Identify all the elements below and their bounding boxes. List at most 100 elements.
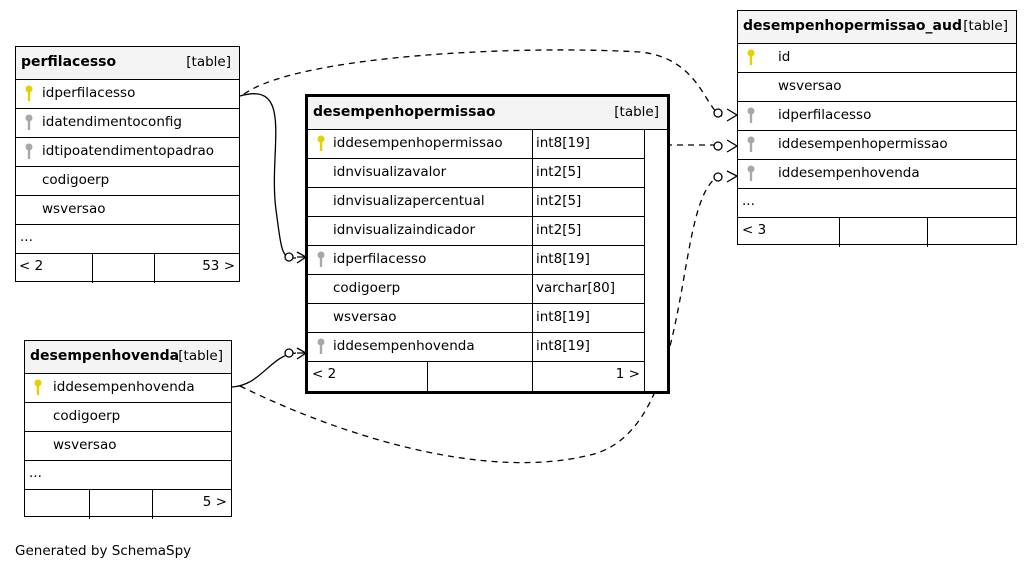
child-count: 53 > [202, 258, 235, 274]
primary-key-icon [747, 49, 755, 65]
table-type: [table] [963, 18, 1008, 34]
column-row: idperfilacesso [738, 102, 1016, 131]
foreign-key-icon [747, 165, 755, 181]
link-desempenhovenda-aud [239, 174, 723, 464]
column-row: iddesempenhovenda [738, 160, 1016, 189]
column-row: iddesempenhovenda int8[19] [308, 333, 644, 362]
column-row: wsversao [738, 73, 1016, 102]
column-name: codigoerp [333, 280, 401, 296]
column-name: id [778, 49, 791, 65]
column-name: idnvisualizaindicador [333, 222, 476, 238]
link-end-circle [284, 252, 294, 262]
table-header: perfilacesso [table] [16, 47, 239, 80]
crows-foot [726, 170, 739, 183]
column-name: iddesempenhopermissao [333, 135, 503, 151]
column-type: int2[5] [536, 164, 582, 180]
column-row: idperfilacesso int8[19] [308, 246, 644, 275]
table-name: desempenhopermissao_aud [743, 18, 962, 34]
column-name: idnvisualizapercentual [333, 193, 485, 209]
table-header: desempenhopermissao [table] [308, 97, 667, 130]
column-name: idnvisualizavalor [333, 164, 447, 180]
link-end-circle [284, 348, 294, 358]
column-name: iddesempenhovenda [778, 165, 920, 181]
crows-foot [726, 108, 739, 122]
column-name: wsversao [53, 437, 117, 453]
table-desempenhopermissao-aud[interactable]: desempenhopermissao_aud [table] id wsver… [737, 10, 1017, 247]
column-type: int8[19] [536, 309, 590, 325]
table-name: perfilacesso [21, 54, 117, 70]
column-name: idtipoatendimentopadrao [42, 143, 214, 159]
ellipsis-row: ... [738, 189, 1016, 218]
column-row: wsversao int8[19] [308, 304, 644, 333]
table-perfilacesso[interactable]: perfilacesso [table] idperfilacesso idat… [15, 46, 240, 283]
column-row: iddesempenhopermissao [738, 131, 1016, 160]
column-row: wsversao [16, 196, 239, 225]
column-name: idatendimentoconfig [42, 114, 182, 130]
table-type: [table] [178, 348, 223, 364]
column-row: codigoerp [25, 403, 231, 432]
column-row: iddesempenhovenda [25, 374, 231, 403]
table-type: [table] [186, 54, 231, 70]
foreign-key-icon [25, 114, 33, 130]
column-row: idnvisualizavalor int2[5] [308, 159, 644, 188]
column-row: codigoerp varchar[80] [308, 275, 644, 304]
column-name: iddesempenhovenda [333, 338, 475, 354]
foreign-key-icon [747, 136, 755, 152]
table-header: desempenhovenda [table] [25, 341, 231, 374]
column-name: codigoerp [53, 408, 121, 424]
column-row: id [738, 44, 1016, 73]
column-row: codigoerp [16, 167, 239, 196]
column-type: int8[19] [536, 251, 590, 267]
foreign-key-icon [317, 338, 325, 354]
link-end-circle [713, 108, 723, 118]
ellipsis-row: ... [25, 461, 231, 490]
child-count: 1 > [615, 366, 640, 382]
table-type: [table] [614, 104, 659, 120]
table-footer: 5 > [25, 490, 231, 519]
table-name: desempenhovenda [30, 348, 180, 364]
column-name: idperfilacesso [778, 107, 872, 123]
column-row: idatendimentoconfig [16, 109, 239, 138]
link-end-circle [713, 141, 723, 151]
ellipsis: ... [742, 193, 755, 209]
table-footer: < 2 1 > [308, 362, 644, 391]
ellipsis: ... [29, 465, 42, 481]
column-row: iddesempenhopermissao int8[19] [308, 130, 644, 159]
link-end-circle [713, 172, 723, 182]
table-desempenhovenda[interactable]: desempenhovenda [table] iddesempenhovend… [24, 340, 232, 519]
column-row: idtipoatendimentopadrao [16, 138, 239, 167]
ellipsis-row: ... [16, 225, 239, 254]
foreign-key-icon [747, 107, 755, 123]
column-type: int8[19] [536, 135, 590, 151]
primary-key-icon [34, 379, 42, 395]
table-desempenhopermissao[interactable]: desempenhopermissao [table] iddesempenho… [305, 94, 670, 394]
column-name: codigoerp [42, 172, 110, 188]
link-perfilacesso-desempenhopermissao [239, 93, 297, 259]
ellipsis: ... [20, 229, 33, 245]
table-footer: < 3 [738, 218, 1016, 247]
foreign-key-icon [25, 143, 33, 159]
parent-count: < 2 [19, 258, 44, 274]
child-count: 5 > [202, 494, 227, 510]
primary-key-icon [317, 135, 325, 151]
column-name: iddesempenhopermissao [778, 136, 948, 152]
column-name: wsversao [333, 309, 397, 325]
column-name: iddesempenhovenda [53, 379, 195, 395]
column-name: idperfilacesso [42, 85, 136, 101]
table-name: desempenhopermissao [313, 104, 496, 120]
column-type: int8[19] [536, 338, 590, 354]
column-type: int2[5] [536, 193, 582, 209]
generated-by-label: Generated by SchemaSpy [15, 543, 192, 559]
column-row: wsversao [25, 432, 231, 461]
link-desempenhovenda-desempenhopermissao [231, 352, 297, 388]
parent-count: < 2 [312, 366, 337, 382]
primary-key-icon [25, 85, 33, 101]
foreign-key-icon [317, 251, 325, 267]
column-name: wsversao [778, 78, 842, 94]
column-row: idperfilacesso [16, 80, 239, 109]
table-footer: < 2 53 > [16, 254, 239, 283]
column-row: idnvisualizapercentual int2[5] [308, 188, 644, 217]
link-perfilacesso-aud [243, 49, 723, 117]
table-header: desempenhopermissao_aud [table] [738, 11, 1016, 44]
